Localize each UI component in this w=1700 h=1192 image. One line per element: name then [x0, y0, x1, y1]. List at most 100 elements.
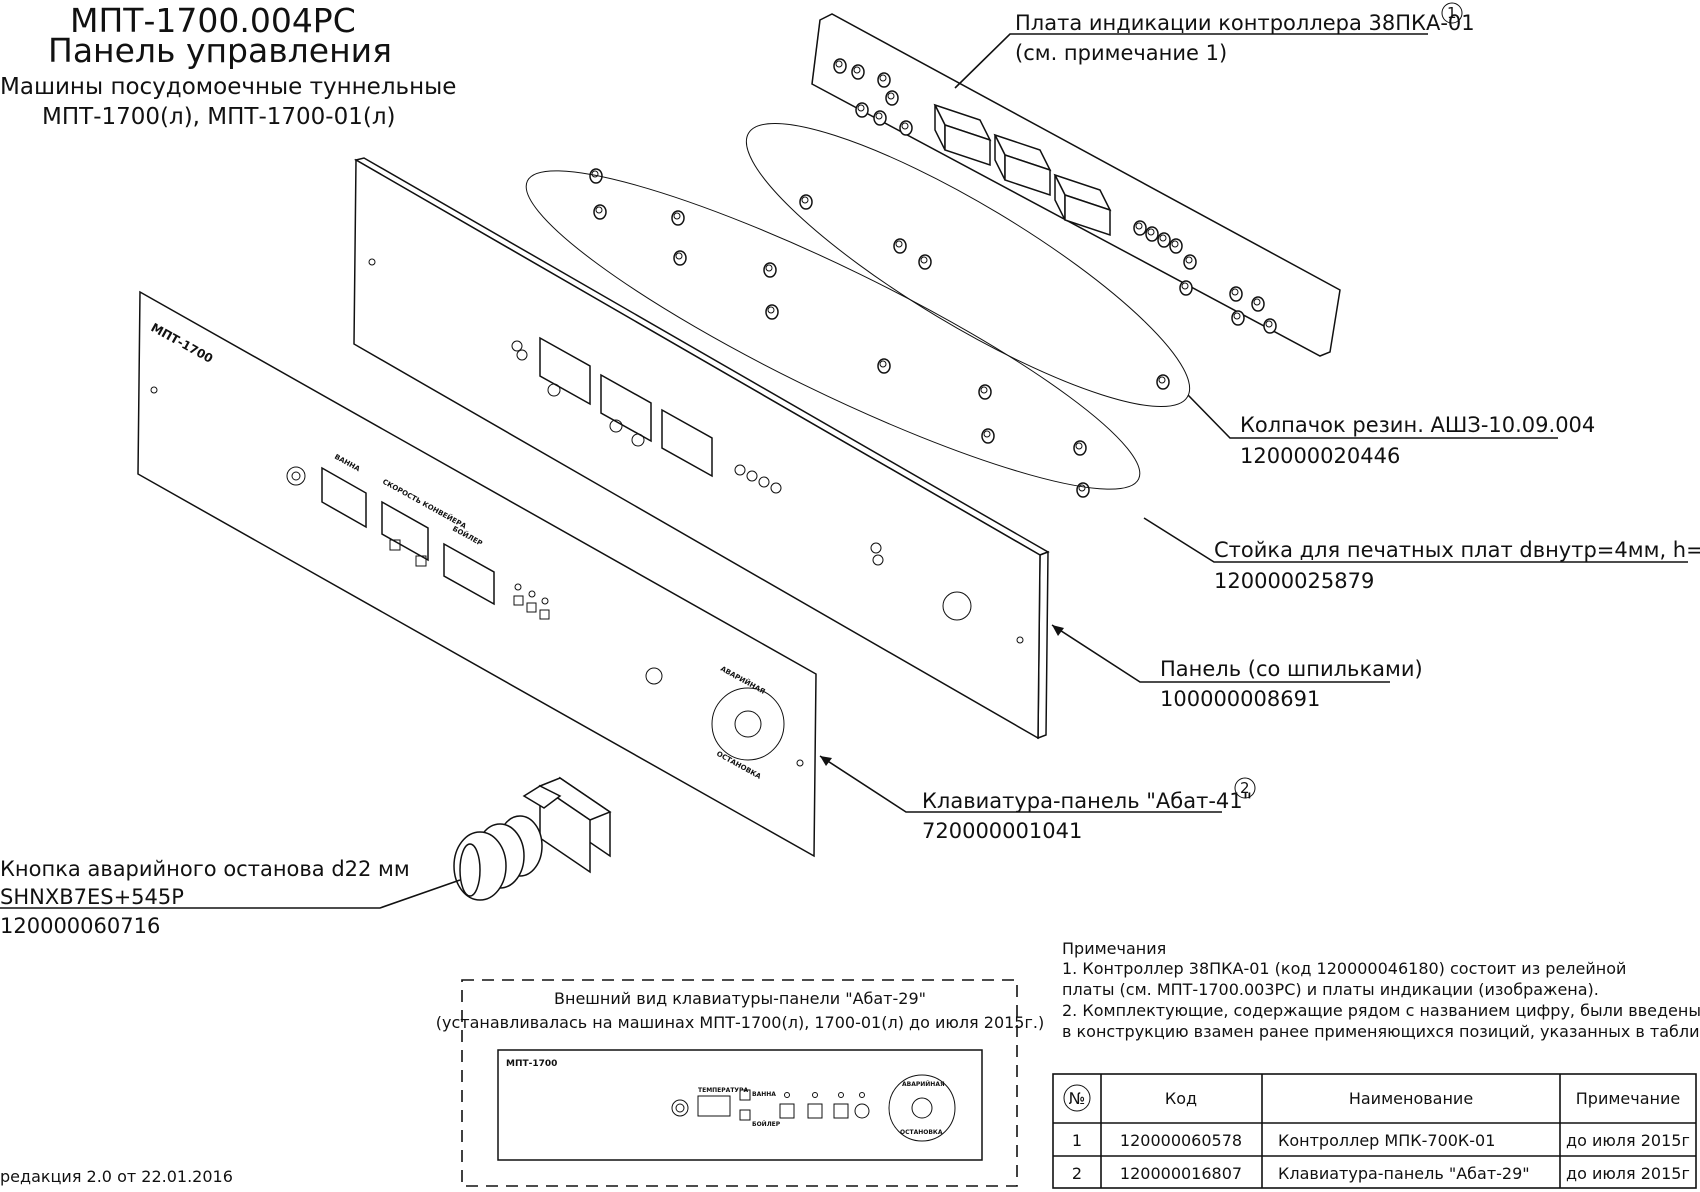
note-line: в конструкцию взамен ранее применяющихся…	[1062, 1022, 1700, 1041]
table-cell: 120000060578	[1120, 1131, 1242, 1150]
old-keypad-caption-1: Внешний вид клавиатуры-панели "Абат-29"	[554, 989, 926, 1008]
old-temp-display	[697, 1095, 731, 1117]
standoff-code: 120000025879	[1214, 569, 1374, 593]
board-pin-top	[853, 66, 861, 74]
rubber-cap	[877, 358, 891, 374]
table-cell: 2	[1072, 1164, 1082, 1183]
rubber-cap-top	[879, 360, 887, 368]
standoff-group	[525, 170, 1141, 490]
rubber-cap-group	[589, 122, 1191, 498]
start-button[interactable]	[645, 667, 663, 685]
speed-up-button[interactable]	[415, 555, 427, 567]
board-pin-top	[1135, 222, 1143, 230]
board-pin	[1157, 232, 1171, 248]
notes-heading: Примечания	[1062, 939, 1166, 958]
rubber-cap-top	[895, 240, 903, 248]
callout-emergency-button: Кнопка аварийного останова d22 мм SHNXB7…	[0, 857, 461, 938]
board-pin-top	[1171, 240, 1179, 248]
rubber-cap	[981, 428, 995, 444]
notes: Примечания 1. Контроллер 38ПКА-01 (код 1…	[1062, 939, 1700, 1041]
callout-standoff: Стойка для печатных плат dвнутр=4мм, h=1…	[1143, 517, 1700, 593]
keypad-code: 720000001041	[922, 819, 1082, 843]
table-cell: Клавиатура-панель "Абат-29"	[1278, 1164, 1530, 1183]
rubber-cap-code: 120000020446	[1240, 444, 1400, 468]
callout-rubber-cap: Колпачок резин. АШЗ-10.09.004 1200000204…	[1187, 394, 1595, 468]
emergency-ring	[711, 687, 785, 761]
rubber-cap	[593, 204, 607, 220]
old-start-button[interactable]	[671, 1099, 689, 1117]
emergency-hole-front	[734, 710, 762, 738]
emergency-latch	[522, 785, 562, 809]
table-cell: 120000016807	[1120, 1164, 1242, 1183]
table-header-name: Наименование	[1349, 1089, 1473, 1108]
table-cell: Контроллер МПК-700К-01	[1278, 1131, 1495, 1150]
board-pin	[1263, 318, 1277, 334]
panel-name: Панель (со шпильками)	[1160, 657, 1423, 681]
indication-board-name: Плата индикации контроллера 38ПКА-01	[1015, 11, 1475, 35]
board-pin	[877, 72, 891, 88]
rubber-cap	[671, 210, 685, 226]
board-pin-top	[1185, 256, 1193, 264]
rubber-cap-top	[767, 306, 775, 314]
board-pin-top	[1181, 282, 1189, 290]
emergency-name: Кнопка аварийного останова d22 мм	[0, 857, 410, 881]
rubber-cap	[893, 238, 907, 254]
rubber-cap-top	[595, 206, 603, 214]
standoff-name: Стойка для печатных плат dвнутр=4мм, h=1…	[1214, 538, 1700, 562]
table-cell: до июля 2015г	[1566, 1131, 1690, 1150]
callout-keypad: Клавиатура-панель "Абат-41" 720000001041…	[819, 755, 1256, 843]
board-pin	[855, 102, 869, 118]
table-cell: до июля 2015г	[1566, 1164, 1690, 1183]
old-keypad-inset: Внешний вид клавиатуры-панели "Абат-29" …	[436, 979, 1044, 1187]
front-keypad-panel: МПТ-1700 ВАННА СКОРОСТЬ КОНВЕЙЕРА БОЙЛЕР…	[137, 290, 817, 858]
rubber-cap-top	[983, 430, 991, 438]
board-pin-top	[875, 112, 883, 120]
machines-line-2: МПТ-1700(л), МПТ-1700-01(л)	[42, 104, 396, 130]
bath-display	[321, 466, 367, 529]
table-header-num: №	[1069, 1089, 1086, 1108]
display-cutout	[661, 408, 713, 478]
rubber-cap	[1073, 440, 1087, 456]
title-block: МПТ-1700.004РС Панель управления Машины …	[0, 1, 456, 130]
old-keypad-caption-2: (устанавливалась на машинах МПТ-1700(л),…	[436, 1013, 1044, 1032]
board-pin	[833, 58, 847, 74]
old-label-bath: ВАННА	[752, 1091, 776, 1098]
rubber-cap-top	[591, 170, 599, 178]
indication-board	[811, 13, 1341, 357]
callout-indication-board: Плата индикации контроллера 38ПКА-01 (см…	[954, 2, 1475, 89]
board-pin-top	[1159, 234, 1167, 242]
machines-line-1: Машины посудомоечные туннельные	[0, 74, 456, 100]
board-pin	[885, 90, 899, 106]
old-label-emergency-bottom: ОСТАНОВКА	[900, 1129, 943, 1136]
board-pin-top	[835, 60, 843, 68]
speed-display	[381, 500, 429, 562]
speed-down-button[interactable]	[389, 539, 401, 551]
rubber-cap-top	[920, 256, 928, 264]
old-label-boiler: БОЙЛЕР	[752, 1120, 781, 1128]
indication-board-note: (см. примечание 1)	[1015, 41, 1227, 65]
board-pin-top	[1147, 228, 1155, 236]
board-pin-top	[1231, 288, 1239, 296]
rubber-cap	[763, 262, 777, 278]
board-pin	[1133, 220, 1147, 236]
revision: редакция 2.0 от 22.01.2016	[0, 1167, 233, 1186]
board-pin	[1145, 226, 1159, 242]
board-pin-top	[887, 92, 895, 100]
drawing-code: МПТ-1700.004РС	[70, 1, 356, 40]
rubber-cap-top	[801, 196, 809, 204]
old-keypad-panel	[497, 1049, 983, 1161]
relay-block	[993, 133, 1052, 197]
display-cutout	[539, 336, 591, 406]
old-label-emergency-top: АВАРИЙНАЯ	[902, 1080, 945, 1088]
old-label-temp: ТЕМПЕРАТУРА	[698, 1087, 748, 1094]
panel-code: 100000008691	[1160, 687, 1320, 711]
old-keypad-brand: МПТ-1700	[506, 1059, 557, 1069]
board-pin-top	[1233, 312, 1241, 320]
marker-2: 2	[1240, 779, 1250, 797]
rubber-cap-top	[1078, 484, 1086, 492]
emergency-model: SHNXB7ES+545P	[0, 885, 184, 909]
emergency-code: 120000060716	[0, 914, 160, 938]
rubber-cap-name: Колпачок резин. АШЗ-10.09.004	[1240, 413, 1595, 437]
note-line: 1. Контроллер 38ПКА-01 (код 120000046180…	[1062, 959, 1626, 978]
